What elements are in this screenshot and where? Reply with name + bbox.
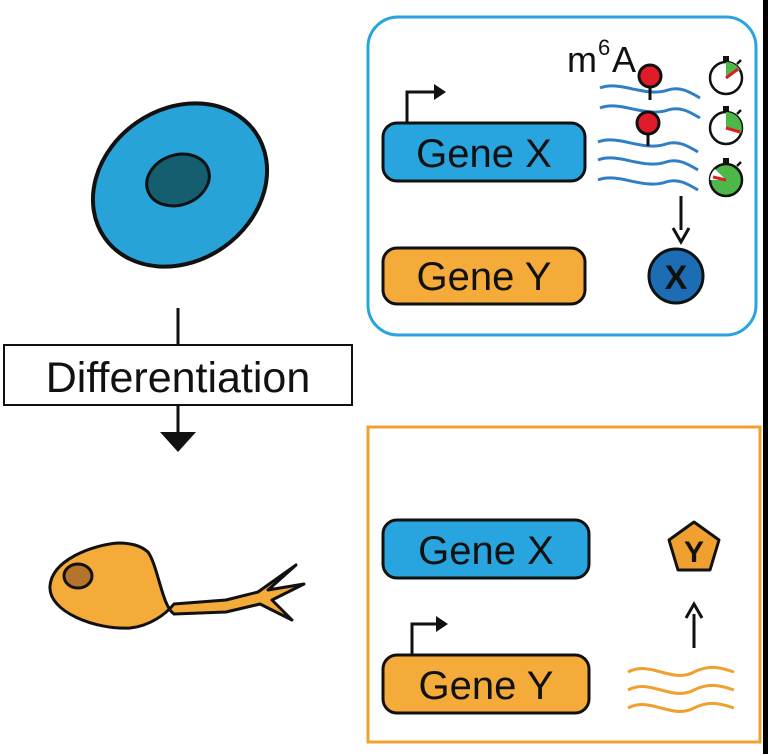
differentiation-label: Differentiation xyxy=(46,354,311,402)
protein-y-icon: Y xyxy=(667,520,721,572)
mrna-y-strands xyxy=(627,665,735,713)
stopwatch-icon xyxy=(708,158,744,198)
transcription-arrow-icon xyxy=(405,90,438,122)
protein-x-label: X xyxy=(665,259,688,297)
gene-y-label: Gene Y xyxy=(417,255,552,299)
mrna-x-strands xyxy=(597,84,701,192)
differentiation-box xyxy=(3,344,353,406)
m6a-label-tail: A xyxy=(612,39,636,80)
m6a-label-base: m xyxy=(567,39,597,80)
gene-x-inactive: Gene X xyxy=(381,518,591,580)
neuron-cell-icon xyxy=(48,541,306,630)
gene-y-label: Gene Y xyxy=(419,664,554,708)
stem-cell-icon xyxy=(90,101,270,269)
gene-x-label: Gene X xyxy=(418,529,554,573)
m6a-label: m 6 A xyxy=(567,35,636,80)
m6a-label-superscript: 6 xyxy=(598,35,610,60)
m6a-mark-icon xyxy=(635,110,661,146)
protein-x-icon: X xyxy=(647,247,705,305)
stopwatch-icon xyxy=(708,106,744,146)
top-panel: Gene X Gene Y m 6 A xyxy=(366,15,758,337)
m6a-mark-icon xyxy=(637,63,663,100)
gene-y-active: Gene Y xyxy=(381,653,591,715)
stopwatch-icon xyxy=(708,56,744,96)
flow-arrowhead-icon xyxy=(160,432,196,452)
right-edge-bar xyxy=(763,0,768,754)
bottom-panel: Gene X Gene Y Y xyxy=(366,425,762,744)
protein-y-label: Y xyxy=(684,536,704,569)
gene-x-active: Gene X xyxy=(381,121,587,183)
gene-y-inactive: Gene Y xyxy=(381,246,587,306)
differentiation-flow: Differentiation xyxy=(3,308,353,452)
gene-x-label: Gene X xyxy=(416,132,552,176)
transcription-arrow-icon xyxy=(410,622,440,655)
